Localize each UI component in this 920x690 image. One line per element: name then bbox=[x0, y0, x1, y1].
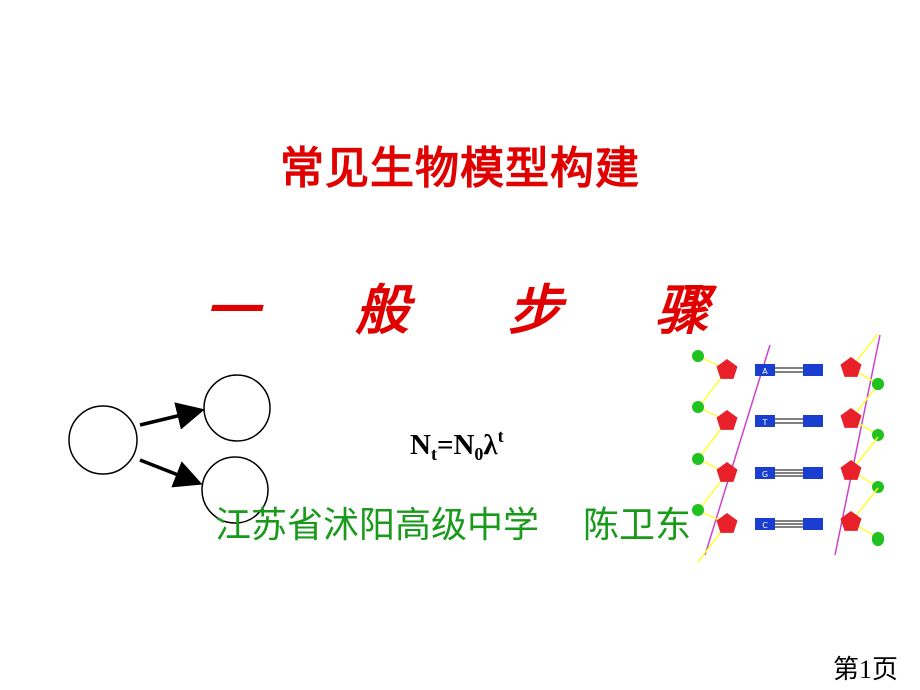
author-line: 江苏省沭阳高级中学 陈卫东 bbox=[215, 496, 691, 548]
subtitle-char-2: 般 bbox=[355, 279, 409, 342]
formula-eq: =N bbox=[436, 429, 475, 461]
base-label: C bbox=[762, 521, 768, 530]
subtitle-char-4: 骤 bbox=[655, 279, 709, 342]
phosphate-dot bbox=[692, 350, 704, 362]
sugar-pentagon bbox=[840, 408, 862, 428]
dna-left-backbone bbox=[704, 344, 771, 556]
base-block-right bbox=[803, 467, 823, 479]
author-school: 江苏省沭阳高级中学 bbox=[215, 505, 540, 546]
base-block-right bbox=[803, 415, 823, 427]
phosphate-dot bbox=[692, 504, 704, 516]
sugar-pentagon bbox=[840, 511, 862, 531]
phosphate-dot bbox=[872, 378, 884, 390]
base-block-left bbox=[755, 415, 775, 427]
formula-sup-t: t bbox=[497, 426, 504, 446]
formula-n: N bbox=[410, 429, 431, 461]
phosphate-dot bbox=[872, 481, 884, 493]
phosphate-dot bbox=[872, 534, 884, 546]
growth-formula: Nt=N0λt bbox=[410, 426, 504, 465]
author-name: 陈卫东 bbox=[583, 505, 692, 546]
slide-title: 常见生物模型构建 bbox=[280, 143, 640, 194]
formula-lambda: λ bbox=[483, 429, 498, 461]
subtitle-char-3: 步 bbox=[508, 279, 562, 342]
arrow-to-top-cell bbox=[139, 402, 205, 430]
sugar-pentagon bbox=[716, 513, 738, 533]
base-label: T bbox=[762, 418, 768, 427]
page-number: 第1页 bbox=[832, 655, 898, 684]
base-label: A bbox=[762, 367, 768, 376]
parent-cell bbox=[68, 405, 138, 475]
daughter-cell-bottom bbox=[201, 456, 269, 524]
phosphate-dot bbox=[692, 453, 704, 465]
sugar-pentagon bbox=[716, 410, 738, 430]
base-block-right bbox=[803, 364, 823, 376]
formula-sub-0: 0 bbox=[474, 444, 484, 464]
subtitle-char-1: 一 bbox=[205, 279, 259, 342]
sugar-pentagon bbox=[716, 359, 738, 379]
sugar-pentagon bbox=[840, 460, 862, 480]
sugar-pentagon bbox=[840, 357, 862, 377]
base-label: G bbox=[762, 470, 768, 479]
sugar-pentagon bbox=[716, 462, 738, 482]
arrow-to-bottom-cell bbox=[139, 458, 203, 488]
base-block-left bbox=[755, 364, 775, 376]
base-block-left bbox=[755, 518, 775, 530]
formula-sub-t: t bbox=[430, 444, 437, 464]
phosphate-dot bbox=[872, 429, 884, 441]
phosphate-dot bbox=[692, 401, 704, 413]
base-block-right bbox=[803, 518, 823, 530]
base-block-left bbox=[755, 467, 775, 479]
